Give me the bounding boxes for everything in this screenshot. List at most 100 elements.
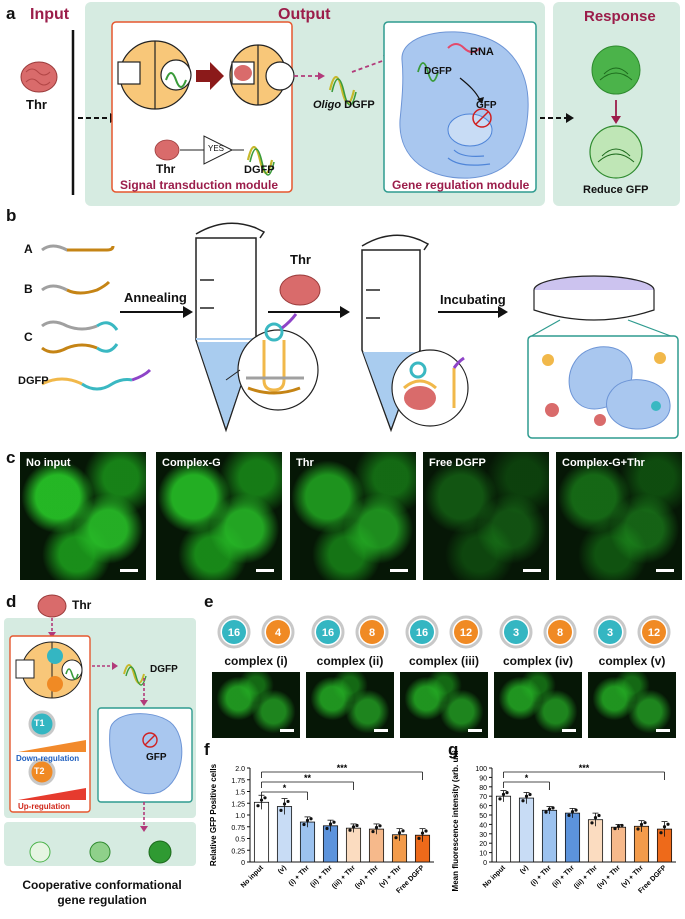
micrograph-c-0: No input [20,452,146,580]
data-point [325,826,329,831]
data-point [424,829,428,833]
panel-label-d: d [6,592,17,611]
significance-label: ** [304,773,312,783]
yes-gate-label: YES [208,144,225,153]
panel-label-c: c [6,448,16,467]
complex-label: complex (i) [224,654,288,668]
t1-label: T1 [34,718,45,728]
cell-icon [399,31,529,179]
y-tick-label: 0.5 [235,837,245,844]
t1-value: 3 [513,627,519,639]
x-tick-label: (i) + Thr [530,864,553,887]
bar-4 [345,827,362,863]
x-tick-label: (iii) + Thr [573,864,599,890]
data-point [498,797,502,801]
scale-bar [656,729,670,732]
data-point [567,813,571,817]
t1-dial-icon [598,620,622,644]
input-title: Input [30,6,70,23]
data-point [521,799,525,803]
response-cell-bright-icon [591,45,641,95]
y-tick-label: 0.25 [231,848,245,855]
data-point [505,790,509,795]
y-tick-label: 10 [479,851,487,858]
data-point [378,824,382,828]
data-point [613,826,617,831]
d-complex-icon [15,641,83,699]
data-point [259,798,264,802]
data-point [374,825,379,830]
micrograph-c-label: Free DGFP [429,457,486,469]
t2-dial-icon [28,758,56,786]
data-point [282,802,287,806]
y-tick-label: 0 [241,860,245,867]
y-tick-label: 40 [479,822,487,829]
data-point [394,836,398,840]
chart-g: Mean fluorescence intensity (arb. units.… [451,750,676,895]
x-tick-label: No input [240,864,265,889]
micrograph-e [588,672,676,738]
data-point [397,831,402,835]
bar-1 [518,797,535,863]
t2-dial-icon [454,620,478,644]
culture-dish-icon [527,275,677,339]
dgfp-strand-icon [246,145,274,175]
bar-3 [564,812,581,863]
data-point [332,820,336,824]
data-point [551,806,555,810]
y-tick-label: 1.25 [231,801,245,808]
y-tick-label: 0.75 [231,825,245,832]
panel-label-a: a [6,4,16,23]
data-point [351,825,356,829]
significance-label: * [525,773,529,783]
rna-icon [447,43,481,53]
gene-module-label: Gene regulation module [392,178,530,192]
data-point [279,808,283,812]
yes-gate-icon [203,135,234,165]
response-cell-dim-icon [589,125,643,179]
data-point [639,822,644,827]
data-point [547,807,552,811]
data-point [348,828,352,832]
d-thr-label: Thr [72,598,92,612]
gfp-blocked-icon [472,108,492,128]
gfp-label: GFP [476,100,497,111]
response-title: Response [584,8,656,25]
tube-incubating-icon [361,234,469,433]
strand-a-label: A [24,242,33,256]
data-point [570,810,575,814]
data-point [597,813,601,818]
cell-dgfp-label: DGFP [424,66,452,77]
t1-dial-icon [410,620,434,644]
output-title: Output [278,6,331,23]
reduce-gfp-label: Reduce GFP [583,184,649,196]
data-point [662,825,667,829]
t2-value: 4 [275,627,282,639]
data-point [302,822,306,827]
strand-b-icon [66,280,111,295]
micrograph-c-3: Free DGFP [423,452,549,580]
d-dgfp-icon [123,664,145,684]
scale-bar [280,729,294,732]
data-point [417,836,421,840]
strand-c-icon [41,343,98,354]
data-point [263,796,267,800]
micrograph-c-4: Complex-G+Thr [556,452,682,580]
significance-label: *** [337,763,348,773]
y-tick-label: 100 [475,766,487,773]
strand-c-label: C [24,330,33,344]
complex-closed-icon [117,40,192,110]
complex-label: complex (iii) [408,654,479,668]
y-tick-label: 70 [479,794,487,801]
data-point [544,810,548,814]
panel-label-b: b [6,206,17,225]
oligo-dgfp-label: Oligo DGFP [313,99,375,111]
t1-value: 3 [607,627,613,639]
data-point [616,824,621,828]
micrograph-e [306,672,394,738]
y-tick-label: 20 [479,841,487,848]
data-point [524,794,529,798]
t2-dial-icon [642,620,666,644]
micrograph-c-label: Thr [296,457,314,469]
